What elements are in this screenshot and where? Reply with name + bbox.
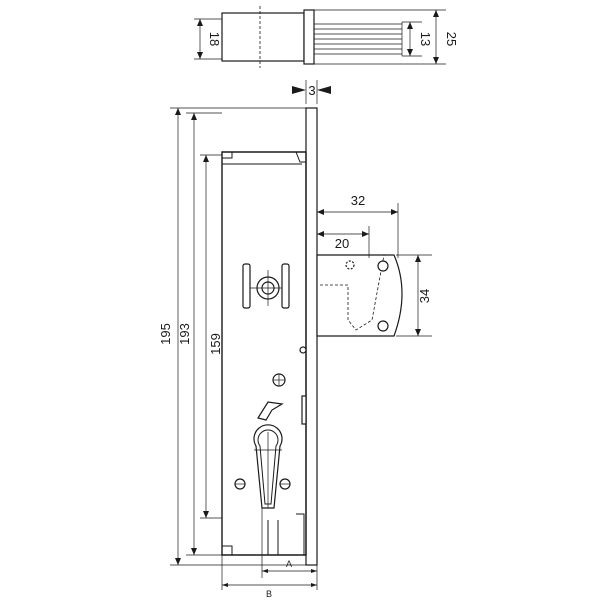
latch-bolt xyxy=(316,254,403,337)
dim-top-total-height-label: 25 xyxy=(444,32,459,46)
front-view xyxy=(221,107,403,566)
euro-cylinder-cutout xyxy=(253,424,283,509)
dim-faceplate-thickness: 3 xyxy=(292,80,331,104)
dim-inner-height: 159 xyxy=(200,154,223,519)
dim-bolt-offset: 20 xyxy=(317,226,370,258)
top-view: 18 13 25 xyxy=(194,6,459,68)
side-tab xyxy=(301,395,307,425)
dim-body-height-label: 193 xyxy=(177,323,192,345)
dim-bolt-throw-label: 32 xyxy=(351,193,365,208)
lock-body xyxy=(221,151,307,556)
dim-faceplate-thickness-label: 3 xyxy=(308,83,315,98)
dim-b: B xyxy=(221,555,317,599)
dim-bolt-height-label: 34 xyxy=(417,289,432,303)
dim-overall-height-label: 195 xyxy=(158,323,173,345)
spindle xyxy=(242,263,290,309)
top-view-bolt-lines xyxy=(314,22,403,56)
body-bottom-slot xyxy=(267,520,279,555)
dim-body-height: 193 xyxy=(177,112,222,556)
body-bottom-right xyxy=(296,513,305,555)
body-bottom-notch xyxy=(222,545,233,555)
body-top-notch-left xyxy=(222,152,233,159)
dim-a-label: A xyxy=(286,559,292,569)
dim-overall-height: 195 xyxy=(158,107,306,566)
faceplate xyxy=(305,107,318,566)
dim-a: A xyxy=(261,508,318,590)
top-view-faceplate xyxy=(303,9,315,65)
dim-top-total-height: 25 xyxy=(314,9,459,65)
dim-top-width-label: 18 xyxy=(207,32,222,46)
dim-top-width: 18 xyxy=(194,18,222,60)
dim-bolt-offset-label: 20 xyxy=(335,236,349,251)
dim-bolt-throw: 32 xyxy=(316,193,399,258)
hook xyxy=(257,401,284,421)
dim-inner-height-label: 159 xyxy=(208,333,223,355)
body-top-notch-right xyxy=(295,151,306,163)
side-pin xyxy=(299,346,307,354)
dim-top-bolt-height-label: 13 xyxy=(418,32,433,46)
dim-bolt-height: 34 xyxy=(396,254,432,337)
dim-b-label: B xyxy=(266,589,272,599)
dim-top-bolt-height: 13 xyxy=(402,21,433,57)
top-view-body xyxy=(221,12,305,62)
